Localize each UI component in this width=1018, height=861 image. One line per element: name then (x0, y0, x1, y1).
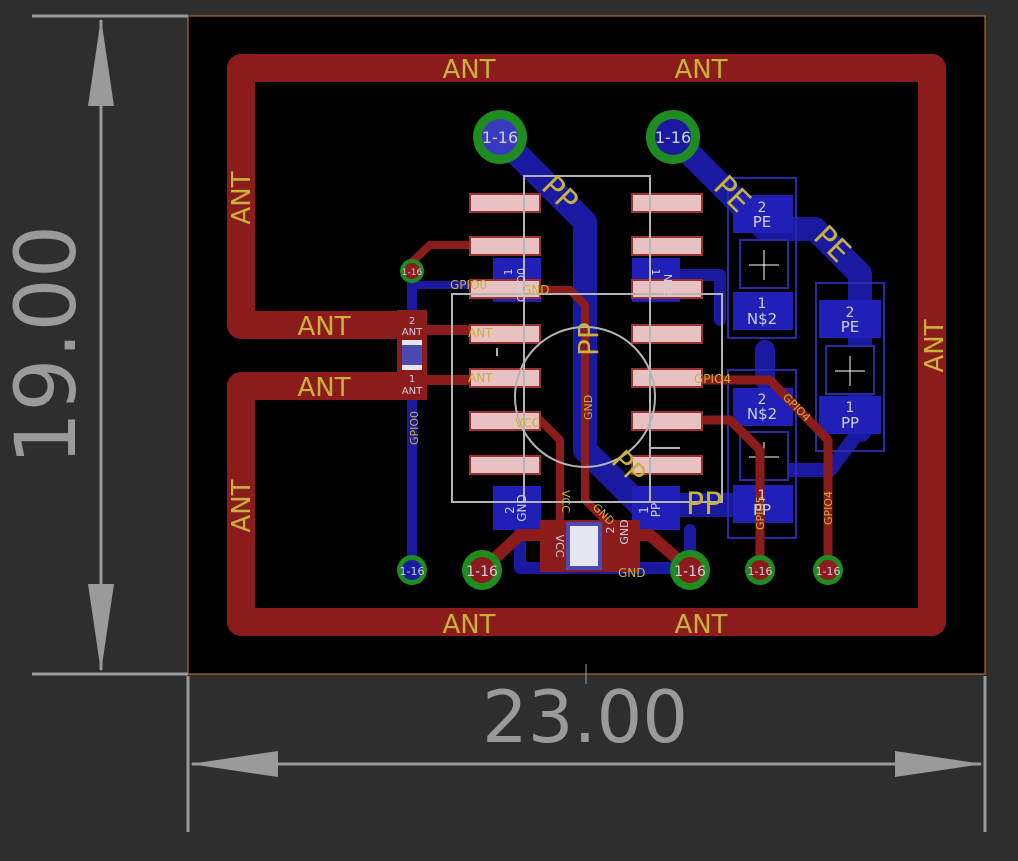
pad-name: GND (618, 519, 631, 544)
via-label: 1-16 (466, 564, 498, 580)
ant-label: ANT (442, 610, 495, 640)
pad-number: 2 (503, 506, 517, 514)
pad-name: N$2 (747, 405, 777, 423)
height-dimension-label: 19.00 (0, 225, 95, 465)
pad-name: ANT (402, 386, 423, 397)
pad-number: 1 (758, 296, 767, 312)
gpio0-label: GPIO0 (450, 278, 487, 292)
pad-name: N$2 (661, 274, 674, 296)
width-dimension-label: 23.00 (482, 675, 688, 759)
via-labels: 1-16 1-16 1-16 1-16 1-16 1-16 1-16 1-16 (400, 128, 841, 580)
via-label: 1-16 (655, 128, 691, 147)
vcc-label: VCC (559, 490, 572, 513)
ant-label: ANT (920, 319, 950, 372)
vertical-dimension (32, 14, 188, 676)
ant-label: ANT (297, 373, 350, 403)
pad-name: VCC (553, 535, 566, 558)
top-smd-parts (397, 310, 640, 572)
pad-name: N$2 (747, 310, 777, 328)
ant-small-label: ANT (468, 326, 493, 340)
pad-number: 2 (758, 200, 767, 216)
ant-label: ANT (674, 55, 727, 85)
pad-number: 2 (409, 316, 415, 327)
pad-name: ANT (402, 327, 423, 338)
ant-label: ANT (297, 312, 350, 342)
antenna-trace (227, 54, 946, 636)
pad-name: PE (753, 213, 772, 231)
pad-name: PP (753, 501, 771, 519)
gnd-label: GND (522, 283, 550, 297)
pad-number: 2 (846, 305, 855, 321)
pad-name: PP (841, 414, 859, 432)
pad-number: 1 (502, 269, 515, 276)
gnd-label: GND (618, 566, 646, 580)
antenna-labels: ANT ANT ANT ANT ANT ANT ANT ANT ANT (227, 55, 950, 640)
ant-label: ANT (442, 55, 495, 85)
pad-number: 1 (409, 374, 415, 385)
gnd-label: GND (582, 395, 595, 420)
pad-number: 2 (604, 527, 617, 534)
ant-label: ANT (227, 479, 257, 532)
pad-number: 1 (846, 400, 855, 416)
ant-label: ANT (227, 171, 257, 224)
via-label: 1-16 (400, 565, 425, 578)
vcc-label: VCC (515, 416, 540, 430)
via-label: 1-16 (402, 268, 423, 278)
pad-name: GPIO0 (515, 268, 528, 302)
horizontal-dimension (186, 676, 987, 832)
pad-number: 1 (758, 488, 767, 504)
pad-number: 1 (637, 506, 651, 514)
via-label: 1-16 (482, 128, 518, 147)
vias (397, 110, 843, 590)
pad-name: PE (841, 318, 860, 336)
gpio5-label: GPIO5 (754, 496, 767, 530)
silkscreen-outlines (451, 175, 723, 503)
via-label: 1-16 (674, 564, 706, 580)
gpio0-label: GPIO0 (408, 411, 421, 445)
pp-label: PP (686, 487, 722, 522)
pad-name: PP (649, 503, 663, 517)
via-label: 1-16 (816, 565, 841, 578)
pp-label: PP (572, 322, 605, 356)
ant-small-label: ANT (468, 371, 493, 385)
pad-name: GND (515, 494, 529, 522)
gpio4-label: GPIO4 (694, 372, 731, 386)
ant-label: ANT (674, 610, 727, 640)
gpio4-label: GPIO4 (822, 491, 835, 525)
pad-number: 1 (649, 269, 662, 276)
via-label: 1-16 (748, 565, 773, 578)
pad-number: 2 (758, 392, 767, 408)
pad-labels: 2 PE 1 N$2 2 N$2 1 PP 2 PE 1 PP 2 ANT 1 … (402, 200, 859, 558)
